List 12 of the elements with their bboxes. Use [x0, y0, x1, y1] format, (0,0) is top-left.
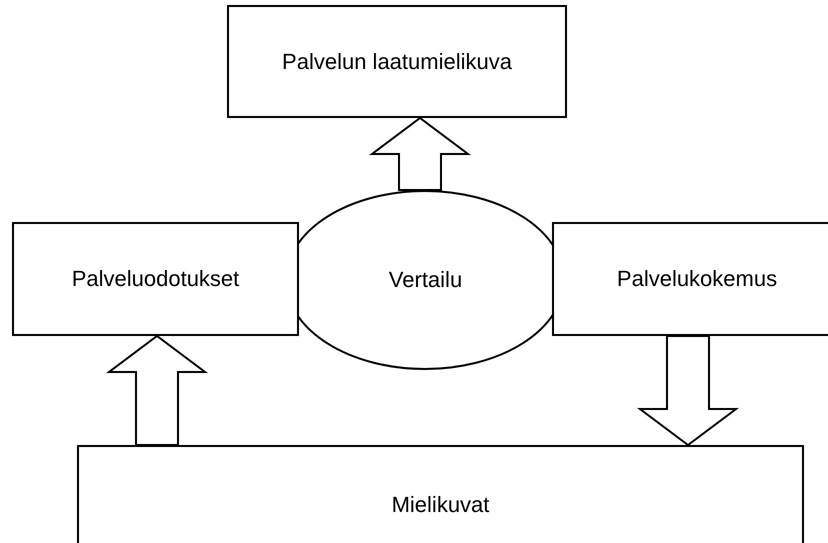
block-arrow	[369, 116, 471, 192]
node-label: Palvelukokemus	[616, 266, 778, 292]
block-arrow	[106, 334, 208, 446]
concept-box	[77, 445, 804, 543]
node-label: Vertailu	[388, 267, 462, 293]
block-arrow	[637, 335, 739, 446]
node-label: Palvelun laatumielikuva	[282, 48, 512, 74]
concept-box	[227, 5, 567, 118]
node-label: Mielikuvat	[392, 492, 490, 518]
concept-box	[552, 222, 828, 336]
concept-box	[12, 222, 299, 336]
node-label: Palveluodotukset	[72, 266, 240, 292]
